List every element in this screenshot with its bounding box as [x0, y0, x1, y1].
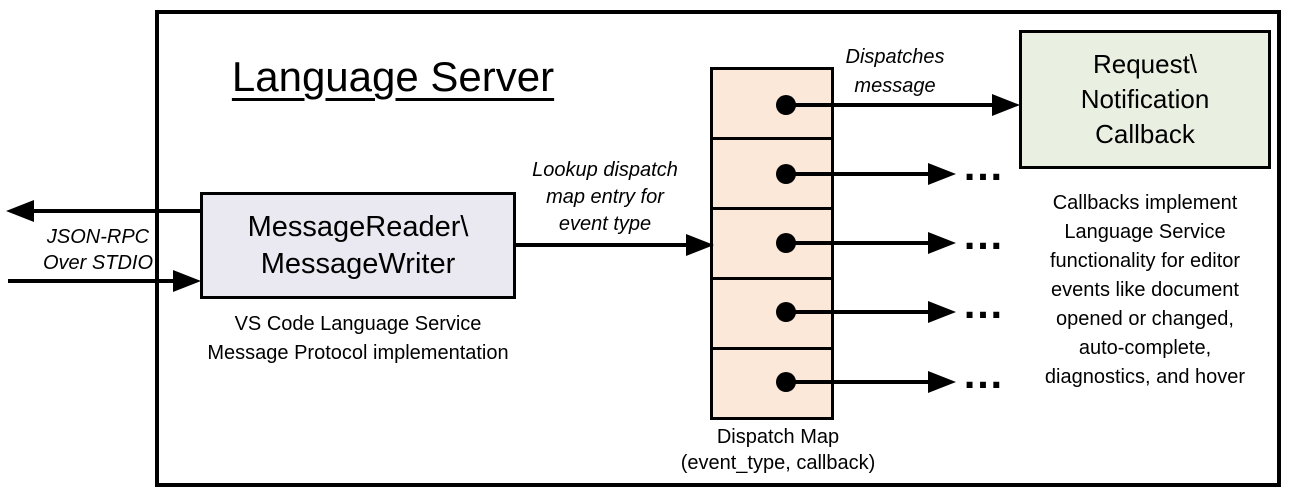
message-box-caption-line: VS Code Language Service — [234, 313, 482, 335]
diagram-title: Language Server — [231, 53, 555, 100]
message-box-line: MessageWriter — [260, 247, 456, 280]
lookup-dispatch-label: Lookup dispatch map entry for event type — [505, 157, 705, 238]
json-rpc-stdio-label: JSON-RPC Over STDIO — [18, 224, 178, 276]
request-notification-callback-box: Request\ Notification Callback — [1019, 30, 1271, 169]
lookup-dispatch-label-line: Lookup dispatch — [532, 159, 678, 181]
dispatch-cell — [713, 137, 831, 207]
callbacks-note-line: opened or changed, — [1056, 308, 1234, 330]
callbacks-note-line: auto-complete, — [1078, 337, 1212, 359]
callback-box-line: Request\ — [1092, 49, 1198, 79]
callbacks-note-line: Callbacks implement — [1052, 192, 1238, 214]
dispatch-map-label-line: Dispatch Map — [716, 426, 840, 448]
dispatches-message-label-line: message — [854, 75, 936, 97]
message-reader-writer-box: MessageReader\ MessageWriter — [200, 192, 516, 299]
message-box-caption-line: Message Protocol implementation — [207, 342, 509, 364]
dispatch-cell — [713, 347, 831, 417]
callbacks-note-line: diagnostics, and hover — [1044, 366, 1246, 388]
ellipsis-icon: … — [962, 350, 1005, 397]
dispatch-cell — [713, 277, 831, 347]
ellipsis-icon: … — [962, 211, 1005, 258]
callbacks-note-line: events like document — [1051, 279, 1239, 301]
dispatch-map-label: Dispatch Map (event_type, callback) — [655, 424, 901, 476]
ellipsis-icon: … — [962, 280, 1005, 327]
dispatches-message-label-line: Dispatches — [845, 46, 945, 68]
dispatch-map-label-line: (event_type, callback) — [680, 452, 876, 474]
message-box-caption: VS Code Language Service Message Protoco… — [178, 310, 538, 368]
dispatches-message-label: Dispatches message — [810, 43, 980, 101]
io-label-line: JSON-RPC — [46, 226, 150, 248]
io-label-line: Over STDIO — [42, 252, 153, 274]
message-box-line: MessageReader\ — [247, 210, 469, 243]
dispatch-map — [710, 67, 834, 420]
callback-box-line: Notification — [1080, 84, 1210, 114]
callbacks-note: Callbacks implement Language Service fun… — [1008, 189, 1282, 392]
callback-box-line: Callback — [1095, 119, 1195, 149]
callbacks-note-line: Language Service — [1064, 221, 1226, 243]
callbacks-note-line: functionality for editor — [1049, 250, 1241, 272]
ellipsis-icon: … — [962, 142, 1005, 189]
dispatch-cell — [713, 207, 831, 277]
lookup-dispatch-label-line: event type — [558, 213, 652, 235]
stdio-out-arrowhead-icon — [6, 200, 34, 222]
lookup-dispatch-label-line: map entry for — [546, 186, 664, 208]
